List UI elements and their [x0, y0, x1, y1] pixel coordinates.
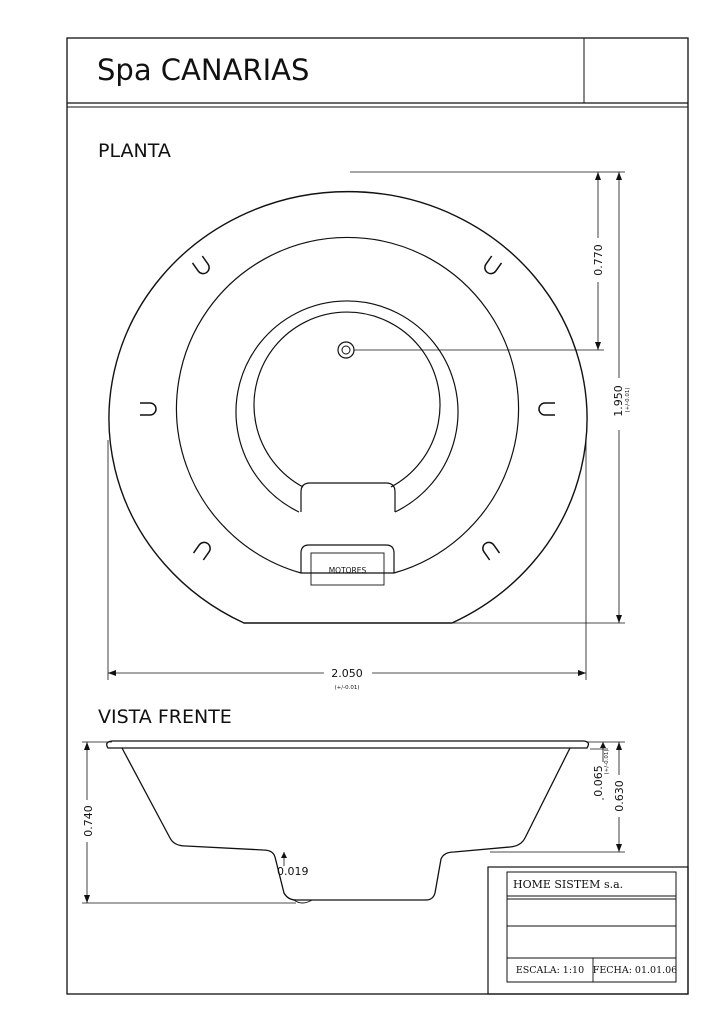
plan-view: MOTORES 0.770 1.950 (+/-0.01) — [107, 171, 632, 691]
headrest-mark-top-left — [191, 255, 210, 275]
dim-gap-0630 — [610, 775, 628, 817]
plan-step — [300, 482, 396, 512]
arrow-0630-bottom — [616, 844, 622, 852]
date-field: FECHA: 01.01.06 — [593, 965, 677, 976]
arrow-0630-top — [616, 742, 622, 750]
arrow-2050-right — [578, 670, 586, 676]
arrow-1950-bottom — [616, 615, 622, 623]
dim-gap-0770 — [589, 238, 607, 282]
dim-0065-label: 0.065 — [592, 765, 605, 797]
headrest-mark-bottom-left — [192, 541, 211, 561]
front-rim — [106, 740, 590, 749]
plan-footwell-outer — [235, 300, 459, 513]
plan-outer-shell — [108, 190, 588, 624]
dim-0770-label: 0.770 — [592, 244, 605, 276]
dim-gap-0740 — [78, 800, 96, 842]
arrow-2050-left — [108, 670, 116, 676]
front-view-label: VISTA FRENTE — [98, 706, 232, 728]
dim-0740-label: 0.740 — [82, 805, 95, 837]
plan-footwell-inner — [253, 311, 441, 488]
headrest-mark-top-right — [484, 255, 503, 275]
plan-view-label: PLANTA — [98, 140, 171, 162]
drain-outer — [337, 341, 355, 359]
motor-box — [310, 552, 385, 586]
arrow-1950-top — [616, 172, 622, 180]
title-block: HOME SISTEM s.a. ESCALA: 1:10 FECHA: 01.… — [487, 866, 689, 995]
arrow-0065-top — [600, 742, 606, 748]
dim-gap-1950 — [608, 378, 632, 430]
headrest-mark-left — [140, 402, 157, 416]
title-block-outer — [487, 866, 689, 995]
arrow-0740-bottom — [84, 895, 90, 903]
dim-gap-0065 — [593, 762, 615, 798]
dim-2050-label: 2.050 — [331, 667, 363, 680]
dim-0019-label: 0.019 — [277, 865, 309, 878]
arrow-0740-top — [84, 742, 90, 750]
arrow-0770-bottom — [595, 342, 601, 350]
company-name: HOME SISTEM s.a. — [513, 878, 623, 891]
front-tub-body — [121, 747, 571, 901]
dim-0065-tolerance: (+/-0.01) — [604, 750, 610, 775]
arrow-0770-top — [595, 172, 601, 180]
arrow-0019 — [281, 852, 287, 858]
dim-gap-2050 — [324, 664, 372, 682]
dim-0630-label: 0.630 — [613, 780, 626, 812]
dim-2050-tolerance: (+/-0.01) — [335, 685, 360, 691]
plan-bench-ring — [175, 236, 520, 574]
drawing-title: Spa CANARIAS — [97, 53, 309, 87]
sheet-border — [66, 37, 689, 995]
scale-field: ESCALA: 1:10 — [516, 965, 584, 976]
dim-1950-tolerance: (+/-0.01) — [625, 388, 631, 413]
drain-inner — [341, 345, 351, 355]
title-block-inner — [506, 871, 677, 983]
front-view: 0.740 0.065 (+/-0.01) 0.630 0.019 — [78, 740, 628, 904]
motor-label: MOTORES — [329, 566, 367, 575]
plan-motor-housing — [300, 544, 395, 573]
headrest-mark-right — [538, 402, 555, 416]
dim-1950-label: 1.950 — [612, 385, 625, 417]
front-drain-fitting — [293, 899, 313, 904]
headrest-mark-bottom-right — [482, 541, 501, 561]
